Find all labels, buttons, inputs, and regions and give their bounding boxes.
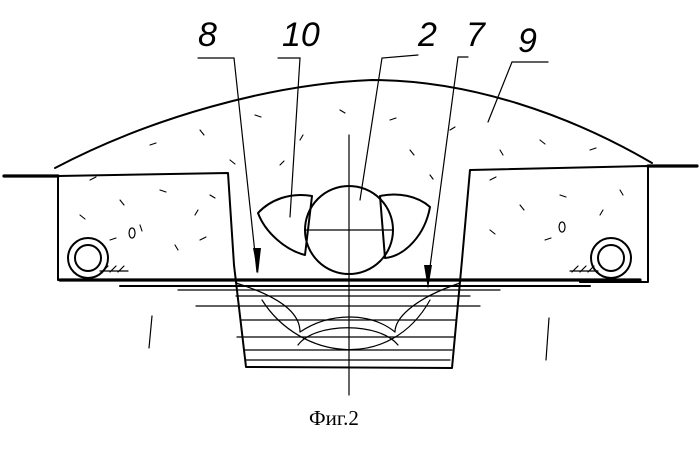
label-10: 10	[282, 16, 320, 54]
left-pipe	[68, 238, 108, 278]
leader-10	[278, 58, 300, 217]
label-7: 7	[466, 16, 486, 54]
left-arc-segment	[258, 195, 312, 255]
leader-9	[488, 62, 548, 122]
leader-8	[198, 58, 257, 272]
right-arc-segment	[380, 194, 430, 258]
leader-7	[428, 57, 468, 282]
label-2: 2	[417, 16, 437, 54]
right-pipe	[591, 238, 631, 278]
small-mark-left	[129, 228, 135, 238]
right-block	[462, 166, 648, 282]
small-mark-right	[559, 222, 565, 232]
embankment-outline	[55, 80, 652, 168]
fill-texture	[80, 110, 623, 250]
leader-2	[360, 55, 418, 200]
water-reflection	[236, 283, 460, 350]
left-block	[58, 173, 234, 280]
label-9: 9	[518, 22, 537, 60]
label-8: 8	[198, 16, 217, 54]
figure-caption: Фиг.2	[309, 406, 359, 430]
